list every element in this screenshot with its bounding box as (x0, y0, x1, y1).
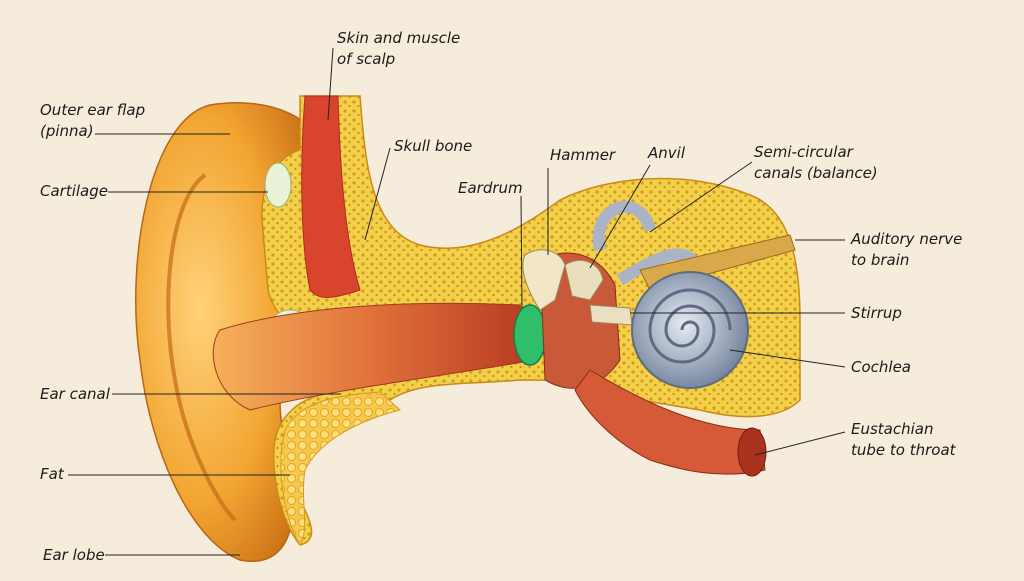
ear-canal-shape (212, 302, 536, 411)
leader-skull-bone (364, 147, 391, 241)
label-skin-muscle: Skin and muscle of scalp (337, 29, 461, 68)
fat-shape (280, 391, 402, 546)
stirrup-shape (589, 304, 633, 326)
eustachian-tube-shape (574, 369, 766, 475)
leader-cochlea (729, 349, 846, 368)
label-outer-ear-flap: Outer ear flap (pinna) (40, 101, 146, 140)
label-eustachian: Eustachian tube to throat (851, 420, 956, 459)
leader-lines (68, 47, 846, 556)
middle-ear-shape (539, 252, 621, 389)
label-cochlea: Cochlea (851, 358, 911, 376)
scalp-muscle-shape (301, 95, 361, 298)
label-eardrum: Eardrum (458, 179, 523, 197)
label-cartilage: Cartilage (40, 182, 108, 200)
leader-eardrum (520, 195, 523, 309)
hammer-shape (522, 249, 566, 311)
cochlea-spiral (648, 288, 732, 364)
label-ear-canal: Ear canal (40, 385, 110, 403)
leader-anvil (589, 164, 651, 269)
label-anvil: Anvil (648, 144, 685, 162)
pinna-fold (166, 173, 237, 522)
leader-skin-muscle (327, 47, 334, 121)
leader-semicircular (649, 161, 753, 233)
anvil-shape (564, 260, 604, 301)
label-skull-bone: Skull bone (394, 137, 473, 155)
leader-eustachian (754, 431, 846, 456)
label-fat: Fat (40, 465, 64, 483)
label-auditory-nerve: Auditory nerve to brain (851, 230, 963, 269)
label-semicircular: Semi-circular canals (balance) (754, 143, 878, 182)
label-ear-lobe: Ear lobe (43, 546, 105, 564)
cartilage-shape (264, 162, 292, 208)
eustachian-tube-opening (737, 427, 767, 477)
label-stirrup: Stirrup (851, 304, 902, 322)
label-hammer: Hammer (550, 146, 616, 164)
eardrum-shape (513, 304, 547, 366)
